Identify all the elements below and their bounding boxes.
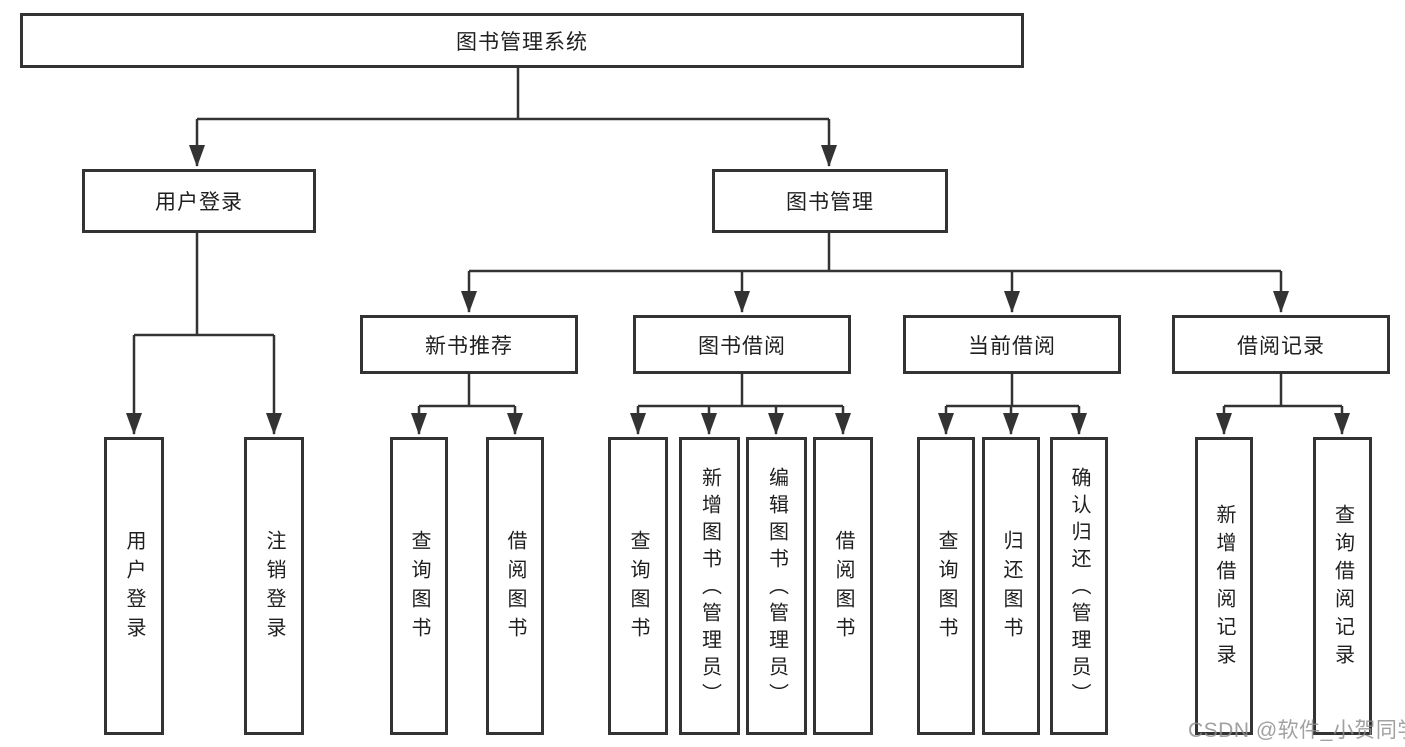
- node-bb-edit-books-admin: 编辑图书（管理员）: [746, 437, 807, 735]
- node-logout: 注销登录: [244, 437, 304, 735]
- node-new-book-recommend: 新书推荐: [360, 315, 578, 374]
- node-book-borrow: 图书借阅: [633, 315, 851, 374]
- node-current-borrow: 当前借阅: [903, 315, 1121, 374]
- node-book-management: 图书管理: [712, 169, 948, 233]
- node-nb-query-books: 查询图书: [390, 437, 448, 735]
- node-rec-query-borrow-record: 查询借阅记录: [1313, 437, 1372, 735]
- node-user-login-leaf: 用户登录: [104, 437, 164, 735]
- node-cb-confirm-return-admin: 确认归还（管理员）: [1050, 437, 1108, 735]
- node-bb-borrow-books: 借阅图书: [813, 437, 873, 735]
- watermark: CSDN @软件_小贺同学: [1188, 719, 1405, 742]
- node-nb-borrow-books: 借阅图书: [486, 437, 544, 735]
- node-library-system: 图书管理系统: [20, 13, 1024, 68]
- connector-rails: [134, 68, 1342, 408]
- node-borrow-records: 借阅记录: [1172, 315, 1390, 374]
- node-cb-query-books: 查询图书: [917, 437, 975, 735]
- node-cb-return-books: 归还图书: [982, 437, 1040, 735]
- node-rec-add-borrow-record: 新增借阅记录: [1195, 437, 1253, 735]
- node-bb-add-books-admin: 新增图书（管理员）: [679, 437, 740, 735]
- node-bb-query-books: 查询图书: [608, 437, 668, 735]
- node-user-login: 用户登录: [82, 169, 316, 233]
